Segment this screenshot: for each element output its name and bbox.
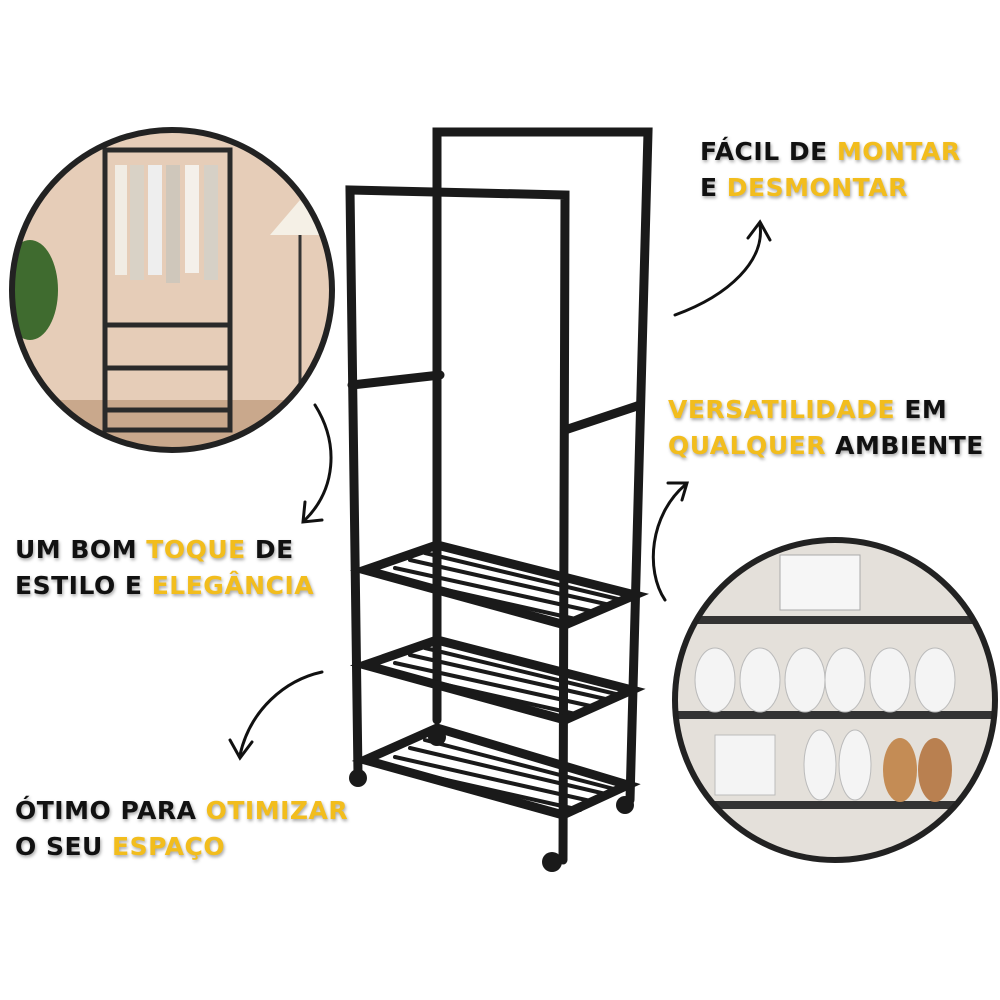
caption-text: E — [700, 173, 727, 202]
caption-highlight: MONTAR — [836, 137, 961, 166]
curved-arrow-icon — [651, 481, 690, 602]
room-photo-circle — [12, 130, 332, 450]
caster-wheels — [349, 728, 634, 872]
caption-text: ÓTIMO PARA — [15, 796, 206, 825]
caption-highlight: ELEGÂNCIA — [151, 571, 315, 600]
clothing-rack — [345, 127, 653, 865]
caption-text: UM BOM — [15, 535, 147, 564]
caption-text: FÁCIL DE — [700, 137, 837, 166]
curved-arrow-icon — [673, 219, 772, 317]
curved-arrow-icon — [228, 670, 324, 761]
caption-highlight: VERSATILIDADE — [668, 395, 896, 424]
caption-text: DE — [245, 535, 294, 564]
caption-easy-assembly: FÁCIL DE MONTAR E DESMONTAR — [700, 134, 961, 206]
caption-highlight: DESMONTAR — [726, 173, 908, 202]
shoes-photo-circle — [675, 540, 995, 860]
caption-highlight: ESPAÇO — [112, 832, 226, 861]
caption-text: O SEU — [15, 832, 113, 861]
caption-text: AMBIENTE — [825, 431, 984, 460]
caption-space: ÓTIMO PARA OTIMIZAR O SEU ESPAÇO — [15, 793, 348, 865]
caption-versatility: VERSATILIDADE EM QUALQUER AMBIENTE — [668, 392, 984, 464]
caption-text: EM — [895, 395, 948, 424]
caption-highlight: TOQUE — [146, 535, 246, 564]
curved-arrow-icon — [301, 403, 333, 524]
caption-highlight: QUALQUER — [668, 431, 826, 460]
caption-highlight: OTIMIZAR — [205, 796, 349, 825]
caption-style: UM BOM TOQUE DE ESTILO E ELEGÂNCIA — [15, 532, 314, 604]
caption-text: ESTILO E — [15, 571, 152, 600]
